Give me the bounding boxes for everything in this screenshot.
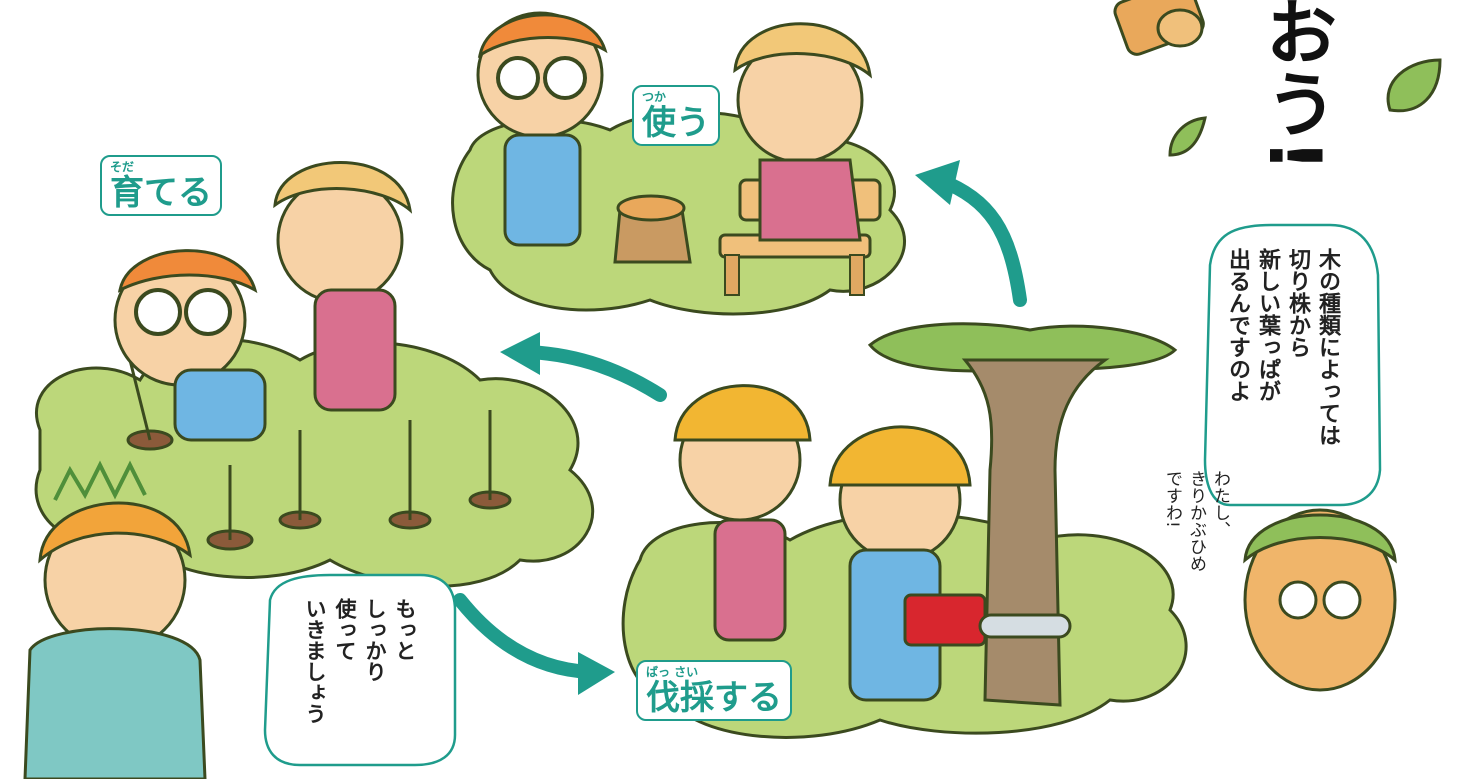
stage-label-harvest-text: 伐採する — [646, 678, 782, 718]
speech-line: 切り株から — [1285, 248, 1310, 358]
speech-line: しっかり — [363, 598, 387, 682]
stump-princess-character — [1243, 508, 1397, 692]
seedlings — [126, 359, 512, 551]
girl-character-use — [733, 22, 873, 242]
log-icon — [1113, 0, 1205, 56]
speech-line: もっと — [393, 598, 417, 661]
speech-line: 出るんですのよ — [1225, 248, 1250, 402]
stage-label-use: つか 使う — [632, 85, 720, 146]
speech-line: 木の種類によっては — [1315, 248, 1340, 446]
girl-character-harvest — [673, 384, 812, 642]
stage-label-grow: そだ 育てる — [100, 155, 222, 216]
speech-text-princess: 木の種類によっては 切り株から 新しい葉っぱが 出るんですのよ — [1222, 248, 1342, 488]
stage-label-grow-ruby: そだ — [110, 160, 135, 174]
worker-character-harvest — [828, 425, 1072, 702]
speech-line: ですわ! — [1162, 470, 1182, 528]
cycle-arrow-harvest-to-grow — [500, 332, 667, 402]
cycle-arrow-harvest-to-use — [915, 160, 1027, 307]
stage-label-use-text: 使う — [642, 103, 710, 143]
speech-line: いきましょう — [303, 598, 327, 724]
leaf-icon — [1168, 116, 1207, 157]
stage-label-use-ruby: つか — [642, 90, 667, 104]
boy-character-grow — [113, 249, 267, 442]
title-fragment: おう! — [1253, 0, 1337, 172]
girl-character-grow — [273, 161, 413, 412]
speech-bubble-spirit — [263, 573, 457, 767]
tree-stump — [613, 194, 692, 264]
speech-bubble-princess — [1203, 223, 1382, 507]
speech-text-kirikabu: わたし、 きりかぶひめ ですわ! — [1160, 470, 1232, 630]
cycle-arrow-grow-to-harvest — [453, 593, 615, 695]
forest-spirit-character — [23, 460, 207, 779]
speech-line: 新しい葉っぱが — [1255, 248, 1280, 402]
stage-label-harvest: ばっ さい 伐採する — [636, 660, 792, 721]
stage-label-harvest-ruby: ばっ さい — [646, 665, 699, 679]
speech-line: きりかぶひめ — [1186, 470, 1206, 572]
speech-text-spirit: もっと しっかり 使って いきましょう — [300, 598, 420, 758]
speech-line: わたし、 — [1210, 470, 1230, 538]
boy-character-use — [476, 11, 608, 247]
leaf-icon — [1386, 58, 1442, 113]
stage-label-grow-text: 育てる — [110, 173, 212, 213]
speech-line: 使って — [333, 598, 357, 661]
